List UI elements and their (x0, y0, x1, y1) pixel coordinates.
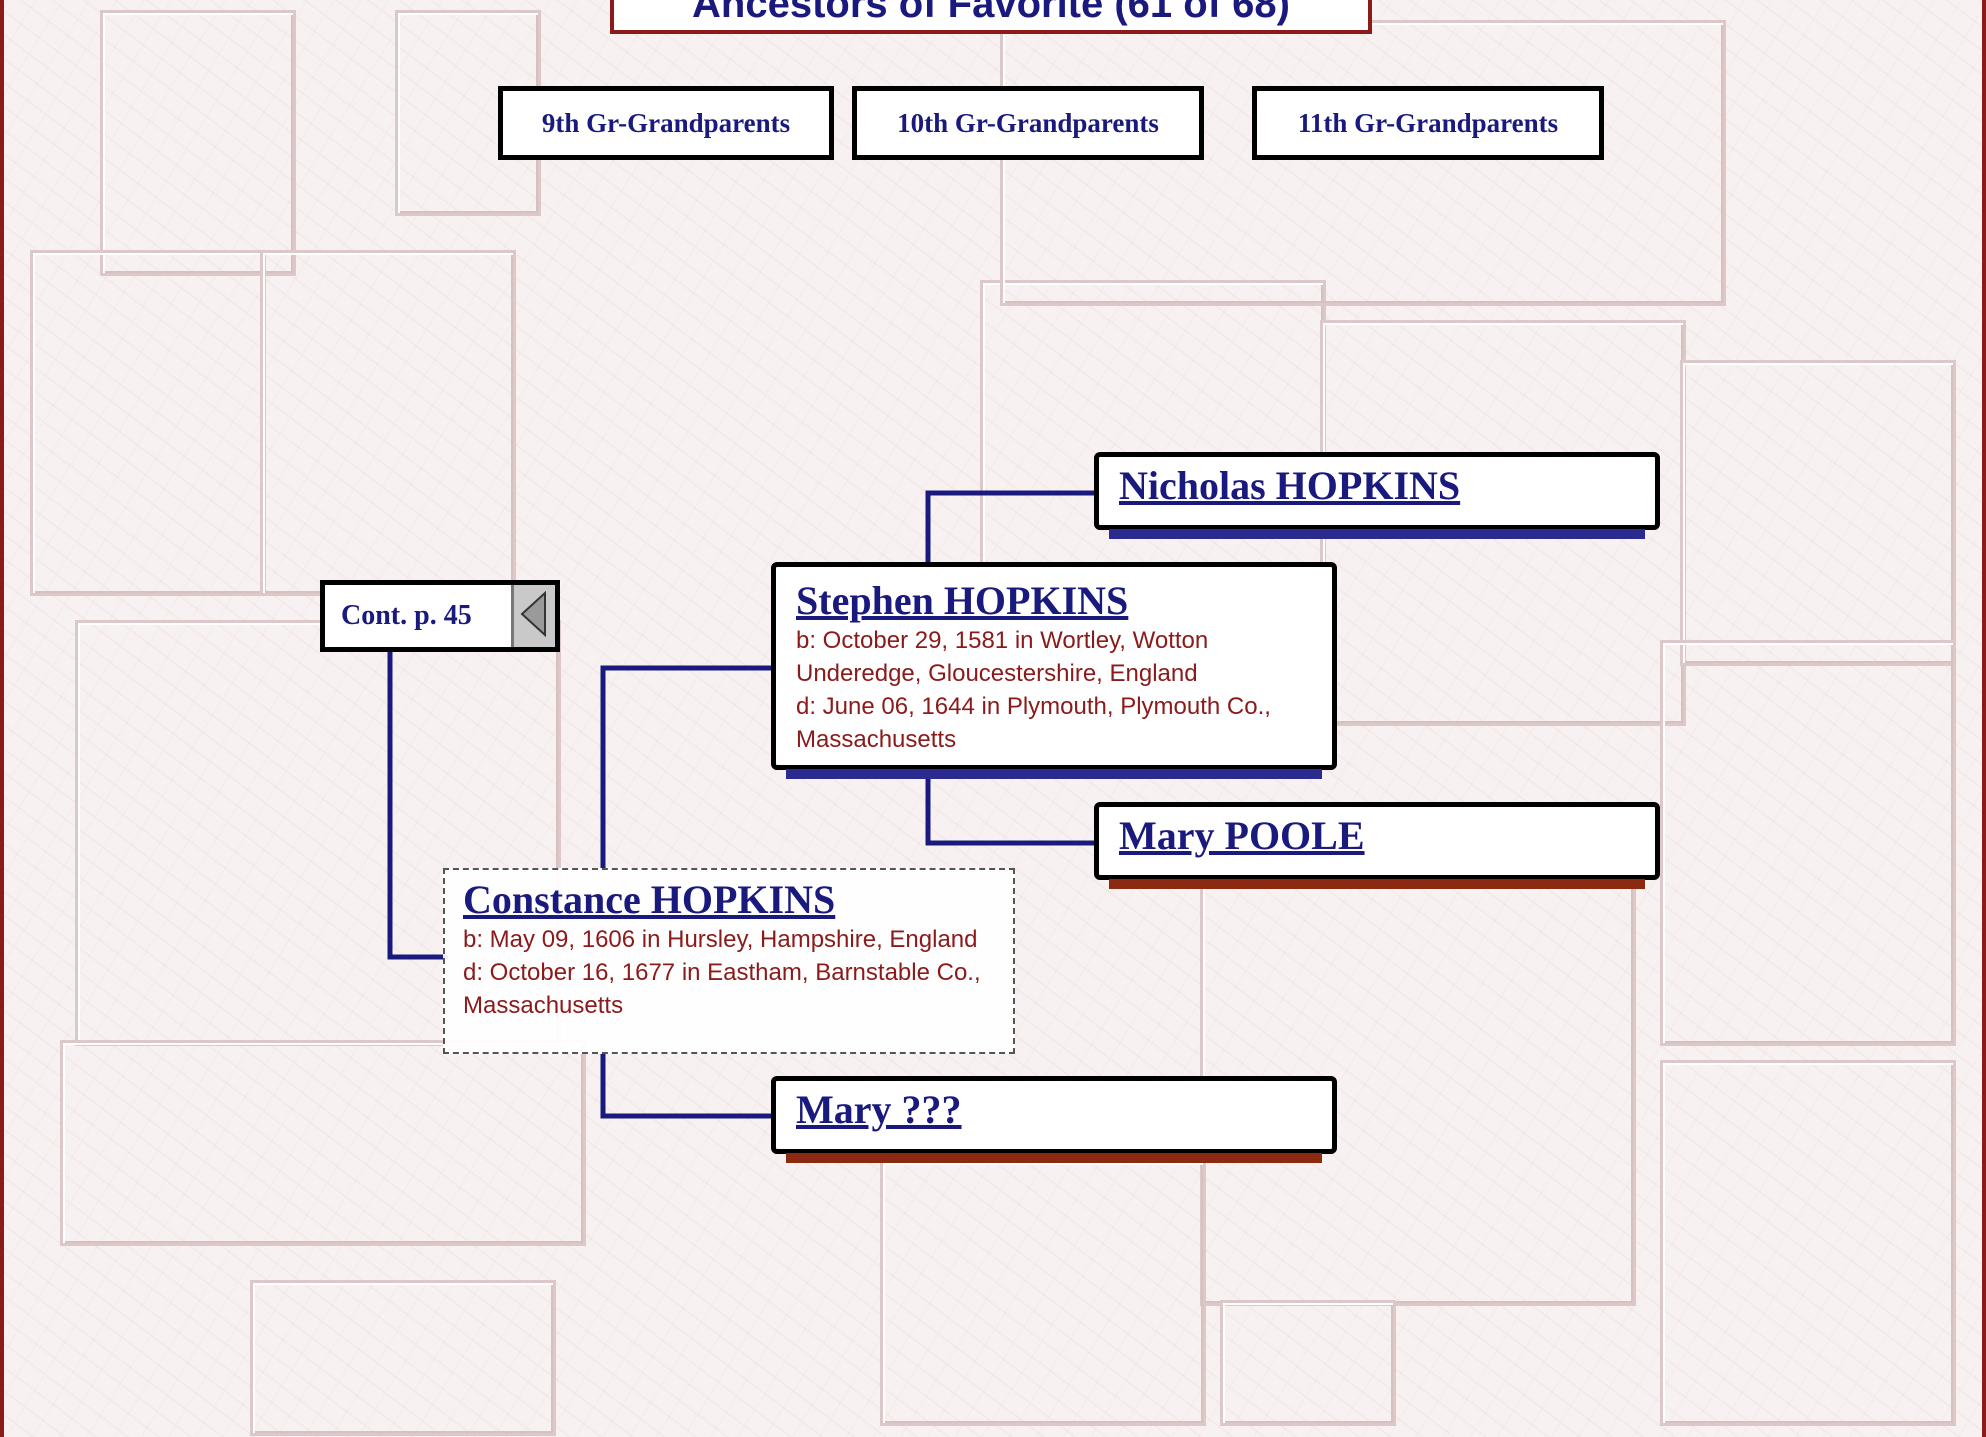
male-accent-bar (1109, 529, 1645, 539)
page-frame-left (0, 0, 4, 1437)
death-detail: d: June 06, 1644 in Plymouth, Plymouth C… (796, 693, 1271, 753)
continuation-link[interactable]: Cont. p. 45 (320, 580, 560, 652)
previous-page-button[interactable] (511, 585, 555, 647)
person-name-link[interactable]: Stephen HOPKINS (796, 578, 1129, 623)
birth-detail: b: May 09, 1606 in Hursley, Hampshire, E… (463, 926, 978, 953)
background-photo (75, 620, 561, 1046)
female-accent-bar (1109, 879, 1645, 889)
person-box-root: Constance HOPKINS b: May 09, 1606 in Hur… (443, 868, 1015, 1054)
background-photo (60, 1040, 586, 1246)
death-detail: d: October 16, 1677 in Eastham, Barnstab… (463, 959, 981, 1019)
male-accent-bar (786, 769, 1322, 779)
person-name-link[interactable]: Mary POOLE (1119, 813, 1365, 858)
background-photo (1660, 1060, 1956, 1426)
background-photo (250, 1280, 556, 1436)
connector-root-to-father (600, 665, 771, 868)
person-box-mother: Mary ??? (771, 1076, 1337, 1163)
background-photo (30, 250, 266, 596)
female-accent-bar (786, 1153, 1322, 1163)
generation-link-10th[interactable]: 10th Gr-Grandparents (852, 86, 1204, 160)
page-title: Ancestors of Favorite (61 of 68) (610, 0, 1372, 34)
person-box-paternal-grandmother: Mary POOLE (1094, 802, 1660, 889)
connector-father-to-paternal-grandfather (925, 490, 1094, 562)
person-name-link[interactable]: Mary ??? (796, 1087, 962, 1132)
continuation-label: Cont. p. 45 (341, 600, 472, 631)
background-photo (1220, 1300, 1396, 1426)
background-photo (1660, 640, 1956, 1046)
person-name-link[interactable]: Constance HOPKINS (463, 877, 836, 922)
person-box-paternal-grandfather: Nicholas HOPKINS (1094, 452, 1660, 539)
background-photo (1680, 360, 1956, 666)
triangle-left-icon (520, 590, 546, 638)
background-photo (100, 10, 296, 276)
page-frame-right (1982, 0, 1986, 1437)
person-name-link[interactable]: Nicholas HOPKINS (1119, 463, 1461, 508)
generation-link-9th[interactable]: 9th Gr-Grandparents (498, 86, 834, 160)
connector-root-to-mother (600, 1054, 771, 1119)
connector-father-to-paternal-grandmother (925, 770, 1094, 846)
person-box-father: Stephen HOPKINS b: October 29, 1581 in W… (771, 562, 1337, 779)
connector-continuation-to-root (387, 650, 448, 960)
birth-detail: b: October 29, 1581 in Wortley, Wotton U… (796, 627, 1209, 687)
generation-link-11th[interactable]: 11th Gr-Grandparents (1252, 86, 1604, 160)
